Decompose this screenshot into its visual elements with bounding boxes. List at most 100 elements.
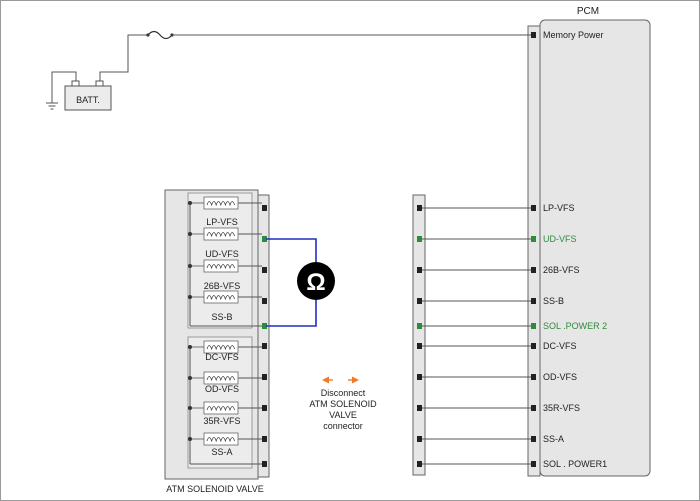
coil-winding-icon	[206, 406, 235, 412]
pcm-body	[539, 19, 651, 477]
meter-lead-bottom	[266, 299, 317, 327]
pcm-pin-terminal	[531, 405, 536, 411]
harness-pins	[417, 205, 531, 467]
valve-pin-terminal	[262, 236, 267, 242]
pcm-pin-label: OD-VFS	[543, 372, 577, 382]
battery-body	[64, 85, 112, 111]
pcm-pin-terminal	[531, 298, 536, 304]
battery-terminal-negative	[71, 80, 80, 87]
pcm-pin-terminal	[531, 374, 536, 380]
harness-pin-terminal	[417, 343, 422, 349]
solenoid-coil	[203, 227, 239, 241]
valve-pin-terminal	[262, 323, 267, 329]
solenoid-label: UD-VFS	[205, 249, 239, 259]
solenoid-coil	[203, 401, 239, 415]
valve-pin-terminal	[262, 374, 267, 380]
harness-pin-terminal	[417, 405, 422, 411]
coil-winding-icon	[206, 232, 235, 238]
coil-winding-icon	[206, 376, 235, 382]
harness-pin-terminal	[417, 323, 422, 329]
valve-pin-terminal	[262, 405, 267, 411]
pcm-pin-label: DC-VFS	[543, 341, 577, 351]
valve-pin-terminal	[262, 436, 267, 442]
pcm-pin-label: SS-A	[543, 434, 564, 444]
ohmmeter-body	[297, 262, 335, 300]
harness-pin-terminal	[417, 461, 422, 467]
solenoid-label: DC-VFS	[205, 352, 239, 362]
junction-dot	[188, 406, 192, 410]
pcm-pin-label: SOL .POWER 2	[543, 321, 607, 331]
note-line-3: VALVE	[329, 410, 357, 420]
solenoid-coil	[203, 432, 239, 446]
valve-title: ATM SOLENOID VALVE	[166, 484, 264, 494]
coil-winding-icon	[206, 295, 235, 301]
harness-pin-terminal	[417, 236, 422, 242]
solenoid-coil	[203, 259, 239, 273]
fuse-icon	[147, 30, 173, 40]
pcm-title: PCM	[577, 6, 599, 17]
pcm-pin-label: LP-VFS	[543, 203, 575, 213]
coil-winding-icon	[206, 437, 235, 443]
valve-connector	[257, 194, 270, 478]
solenoid-label: 35R-VFS	[203, 416, 240, 426]
pcm-pin-terminal	[531, 436, 536, 442]
pcm-pin-label: Memory Power	[543, 30, 604, 40]
pcm-pin-label: 35R-VFS	[543, 403, 580, 413]
coil-winding-icon	[206, 345, 235, 351]
harness-connector	[412, 194, 531, 476]
meter-lead-top	[266, 238, 317, 263]
battery-circuit: BATT.	[46, 30, 531, 111]
pcm-pin-terminal	[531, 343, 536, 349]
solenoid-coil	[203, 290, 239, 304]
pcm-pin-label: 26B-VFS	[543, 265, 580, 275]
pcm-pin-terminal	[531, 205, 536, 211]
arrow-left-icon	[322, 376, 333, 384]
ohmmeter: Ω	[266, 238, 335, 327]
note-line-2: ATM SOLENOID	[309, 399, 377, 409]
coil-winding-icon	[206, 264, 235, 270]
solenoid-label: OD-VFS	[205, 384, 239, 394]
valve-pin-terminal	[262, 267, 267, 273]
arrow-right-icon	[348, 376, 359, 384]
pcm-pin-terminal	[531, 236, 536, 242]
junction-dot	[188, 376, 192, 380]
harness-pin-terminal	[417, 298, 422, 304]
battery-terminal-positive	[95, 80, 104, 87]
pcm-pin-terminal	[531, 267, 536, 273]
solenoid-label: SS-A	[211, 447, 232, 457]
solenoid-coil	[203, 371, 239, 385]
memory-power-wire	[99, 34, 148, 86]
ground-icon	[46, 102, 58, 110]
valve-pin-terminal	[262, 343, 267, 349]
harness-pin-terminal	[417, 374, 422, 380]
note-line-1: Disconnect	[321, 388, 366, 398]
valve-pin-terminal	[262, 298, 267, 304]
valve-solenoids: LP-VFSUD-VFS26B-VFSSS-BDC-VFSOD-VFS35R-V…	[188, 196, 267, 467]
harness-pin-terminal	[417, 205, 422, 211]
pcm-pin-label: UD-VFS	[543, 234, 577, 244]
coil-winding-icon	[206, 201, 235, 207]
ohm-icon: Ω	[306, 269, 325, 296]
junction-dot	[188, 201, 192, 205]
pcm-pin-label: SS-B	[543, 296, 564, 306]
atm-solenoid-valve: LP-VFSUD-VFS26B-VFSSS-BDC-VFSOD-VFS35R-V…	[164, 189, 270, 494]
pcm-pin-terminal	[531, 323, 536, 329]
pcm-pin-terminal	[531, 32, 536, 38]
note-line-4: connector	[323, 421, 363, 431]
junction-dot	[188, 437, 192, 441]
pcm-pin-label: SOL . POWER1	[543, 459, 607, 469]
solenoid-coil	[203, 196, 239, 210]
junction-dot	[188, 295, 192, 299]
solenoid-label: LP-VFS	[206, 217, 238, 227]
solenoid-label: 26B-VFS	[204, 281, 241, 291]
disconnect-note: Disconnect ATM SOLENOID VALVE connector	[309, 376, 377, 431]
junction-dot	[188, 345, 192, 349]
fuse-terminal-left	[146, 33, 150, 37]
junction-dot	[188, 264, 192, 268]
harness-pin-terminal	[417, 267, 422, 273]
battery-label: BATT.	[76, 95, 100, 105]
valve-pin-terminal	[262, 461, 267, 467]
